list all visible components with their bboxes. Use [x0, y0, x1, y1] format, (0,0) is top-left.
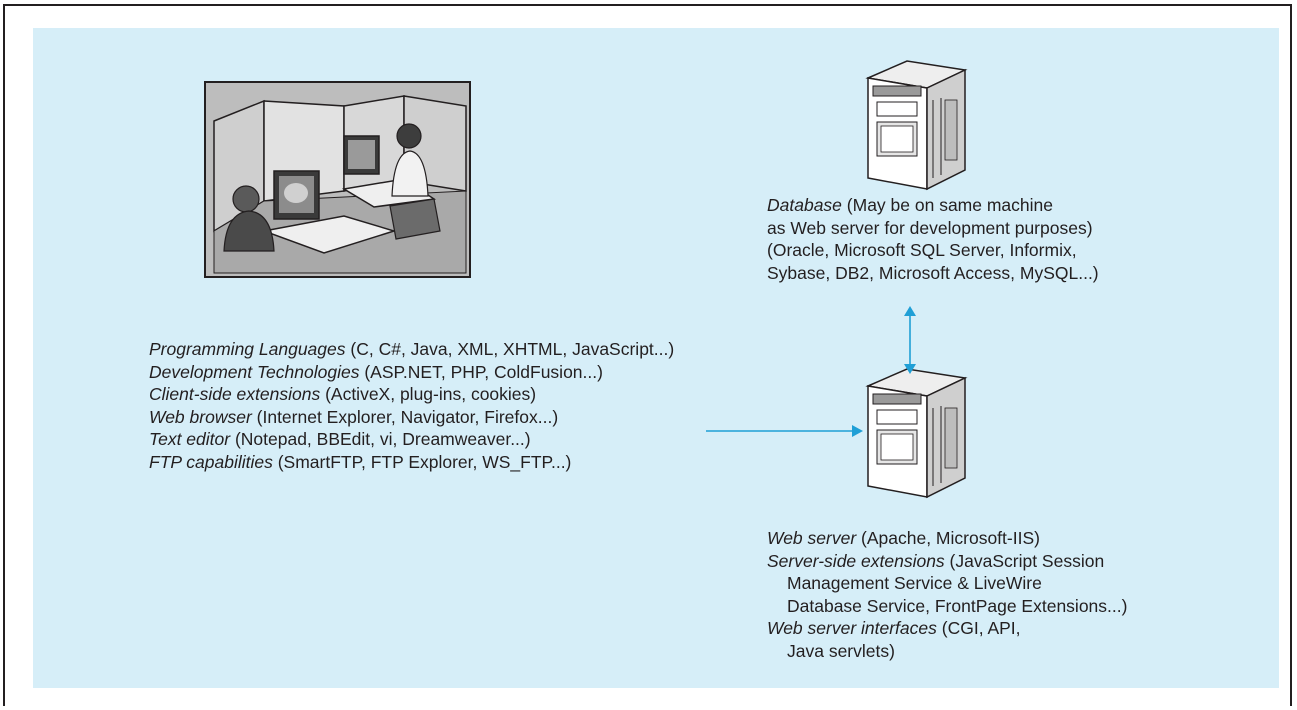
- term-detail: (May be on same machine: [841, 195, 1053, 215]
- term-label: Programming Languages: [149, 339, 346, 359]
- text-line: Sybase, DB2, Microsoft Access, MySQL...): [767, 262, 1099, 285]
- client-tools-list: Programming Languages (C, C#, Java, XML,…: [149, 338, 674, 474]
- term-detail: (Internet Explorer, Navigator, Firefox..…: [251, 406, 559, 427]
- term-detail: Sybase, DB2, Microsoft Access, MySQL...): [767, 262, 1099, 283]
- text-line: (Oracle, Microsoft SQL Server, Informix,: [767, 239, 1099, 262]
- term-detail: Management Service & LiveWire: [787, 573, 1042, 594]
- text-line: Programming Languages (C, C#, Java, XML,…: [149, 338, 674, 361]
- text-line: Web browser (Internet Explorer, Navigato…: [149, 406, 674, 429]
- text-line: Database (May be on same machine: [767, 194, 1099, 217]
- term-detail: (JavaScript Session: [944, 550, 1105, 571]
- client-to-webserver-arrow: [706, 425, 863, 437]
- term-label: Database: [767, 195, 842, 215]
- text-line: Management Service & LiveWire: [767, 572, 1127, 595]
- text-line: Database Service, FrontPage Extensions..…: [767, 595, 1127, 618]
- term-label: FTP capabilities: [149, 451, 273, 472]
- text-line: Text editor (Notepad, BBEdit, vi, Dreamw…: [149, 428, 674, 451]
- term-label: Development Technologies: [149, 361, 360, 382]
- term-detail: (SmartFTP, FTP Explorer, WS_FTP...): [272, 451, 572, 472]
- term-detail: as Web server for development purposes): [767, 217, 1093, 238]
- term-detail: (Apache, Microsoft-IIS): [856, 528, 1040, 548]
- term-detail: (ActiveX, plug-ins, cookies): [320, 384, 537, 405]
- text-line: Web server interfaces (CGI, API,: [767, 617, 1127, 640]
- term-detail: (C, C#, Java, XML, XHTML, JavaScript...): [345, 339, 675, 359]
- figure-frame: [3, 4, 1292, 706]
- term-detail: (CGI, API,: [936, 618, 1021, 639]
- text-line: Client-side extensions (ActiveX, plug-in…: [149, 383, 674, 406]
- term-label: Web server: [767, 528, 857, 548]
- text-line: Web server (Apache, Microsoft-IIS): [767, 527, 1127, 550]
- web-server-icon: [865, 368, 968, 499]
- term-label: Client-side extensions: [149, 384, 321, 405]
- term-label: Text editor: [149, 429, 231, 450]
- developers-cubicle-illustration: [204, 81, 471, 278]
- term-detail: (ASP.NET, PHP, ColdFusion...): [359, 361, 603, 382]
- database-server-icon: [865, 60, 968, 191]
- term-detail: Java servlets): [787, 640, 895, 661]
- text-line: FTP capabilities (SmartFTP, FTP Explorer…: [149, 451, 674, 474]
- term-detail: (Notepad, BBEdit, vi, Dreamweaver...): [230, 429, 531, 450]
- webserver-description: Web server (Apache, Microsoft-IIS)Server…: [767, 527, 1127, 663]
- text-line: as Web server for development purposes): [767, 217, 1099, 240]
- term-detail: Database Service, FrontPage Extensions..…: [787, 595, 1128, 616]
- term-detail: (Oracle, Microsoft SQL Server, Informix,: [767, 240, 1077, 261]
- text-line: Server-side extensions (JavaScript Sessi…: [767, 550, 1127, 573]
- database-webserver-arrow: [904, 306, 916, 374]
- term-label: Web browser: [149, 406, 252, 427]
- text-line: Development Technologies (ASP.NET, PHP, …: [149, 361, 674, 384]
- term-label: Server-side extensions: [767, 550, 945, 571]
- text-line: Java servlets): [767, 640, 1127, 663]
- term-label: Web server interfaces: [767, 618, 937, 639]
